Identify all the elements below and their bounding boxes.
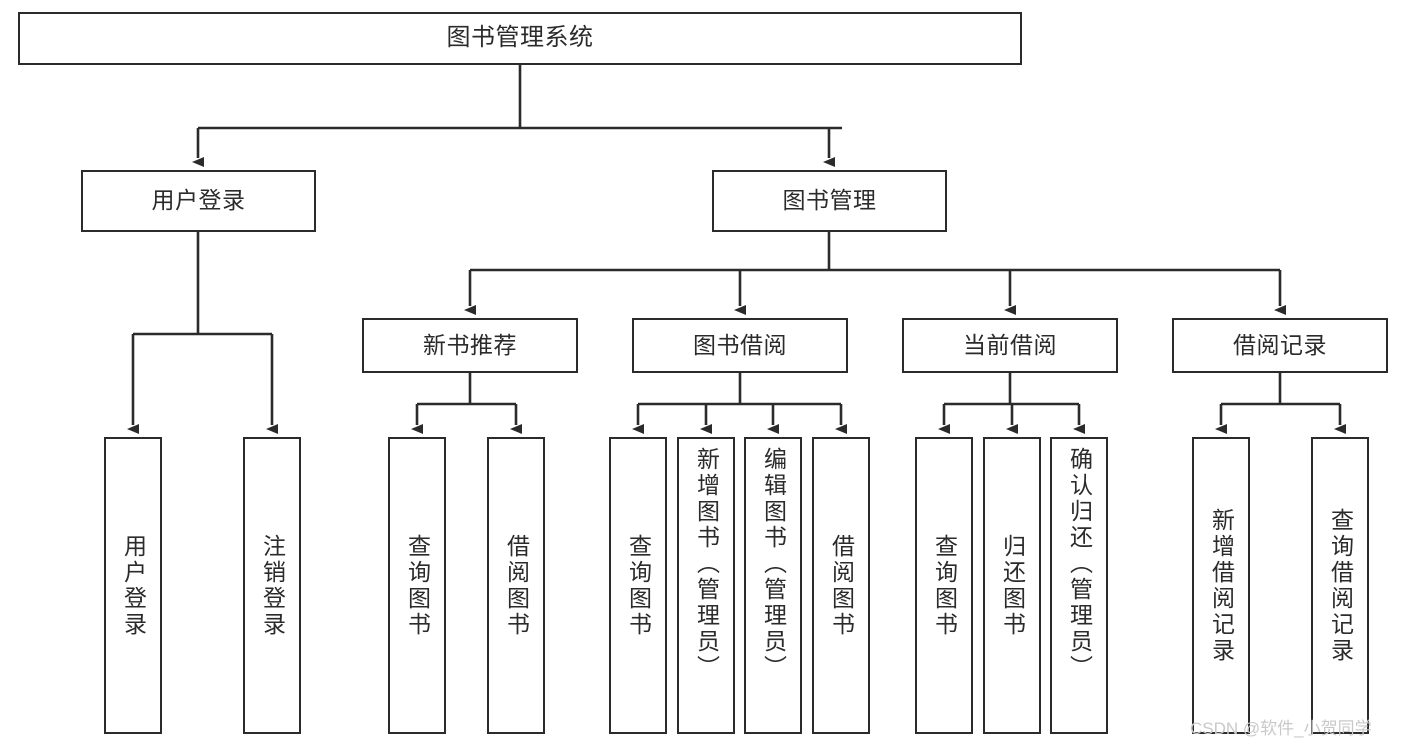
node-borrow-record[interactable]: 借阅记录 [1172,318,1388,373]
node-leaf-confirm-return-label: 确认归还（管理员） [1066,447,1093,681]
node-book-borrow[interactable]: 图书借阅 [632,318,848,373]
node-leaf-edit-book[interactable]: 编辑图书（管理员） [744,437,802,734]
node-leaf-user-login-label: 用户登录 [120,533,147,638]
node-leaf-query-record[interactable]: 查询借阅记录 [1311,437,1369,734]
node-leaf-return-book[interactable]: 归还图书 [983,437,1041,734]
node-leaf-query-record-label: 查询借阅记录 [1327,507,1354,664]
node-leaf-borrow-book-2-label: 借阅图书 [828,533,855,638]
node-leaf-add-record-label: 新增借阅记录 [1208,507,1235,664]
node-book-borrow-label: 图书借阅 [693,331,787,358]
node-leaf-query-book-2[interactable]: 查询图书 [609,437,667,734]
node-new-book-rec-label: 新书推荐 [423,331,517,358]
node-current-borrow-label: 当前借阅 [963,331,1057,358]
node-leaf-query-book-1[interactable]: 查询图书 [388,437,446,734]
node-leaf-logout-label: 注销登录 [259,533,286,638]
node-leaf-query-book-3-label: 查询图书 [931,533,958,638]
node-leaf-query-book-2-label: 查询图书 [625,533,652,638]
node-user-login-label: 用户登录 [151,187,246,214]
csdn-watermark: CSDN @软件_小贺同学 [1190,719,1372,738]
node-new-book-rec[interactable]: 新书推荐 [362,318,578,373]
node-leaf-borrow-book-1-label: 借阅图书 [503,533,530,638]
node-leaf-add-record[interactable]: 新增借阅记录 [1192,437,1250,734]
node-current-borrow[interactable]: 当前借阅 [902,318,1118,373]
node-leaf-user-login[interactable]: 用户登录 [104,437,162,734]
node-leaf-borrow-book-2[interactable]: 借阅图书 [812,437,870,734]
node-leaf-borrow-book-1[interactable]: 借阅图书 [487,437,545,734]
node-leaf-query-book-3[interactable]: 查询图书 [915,437,973,734]
node-root[interactable]: 图书管理系统 [18,12,1022,65]
node-book-manage[interactable]: 图书管理 [712,170,947,232]
node-leaf-edit-book-label: 编辑图书（管理员） [760,447,787,681]
node-user-login[interactable]: 用户登录 [81,170,316,232]
node-leaf-query-book-1-label: 查询图书 [404,533,431,638]
node-leaf-return-book-label: 归还图书 [999,533,1026,638]
node-leaf-logout[interactable]: 注销登录 [243,437,301,734]
node-leaf-add-book[interactable]: 新增图书（管理员） [677,437,735,734]
node-leaf-add-book-label: 新增图书（管理员） [693,447,720,681]
node-root-label: 图书管理系统 [446,24,594,52]
node-book-manage-label: 图书管理 [782,187,877,214]
node-borrow-record-label: 借阅记录 [1233,331,1327,358]
node-leaf-confirm-return[interactable]: 确认归还（管理员） [1050,437,1108,734]
